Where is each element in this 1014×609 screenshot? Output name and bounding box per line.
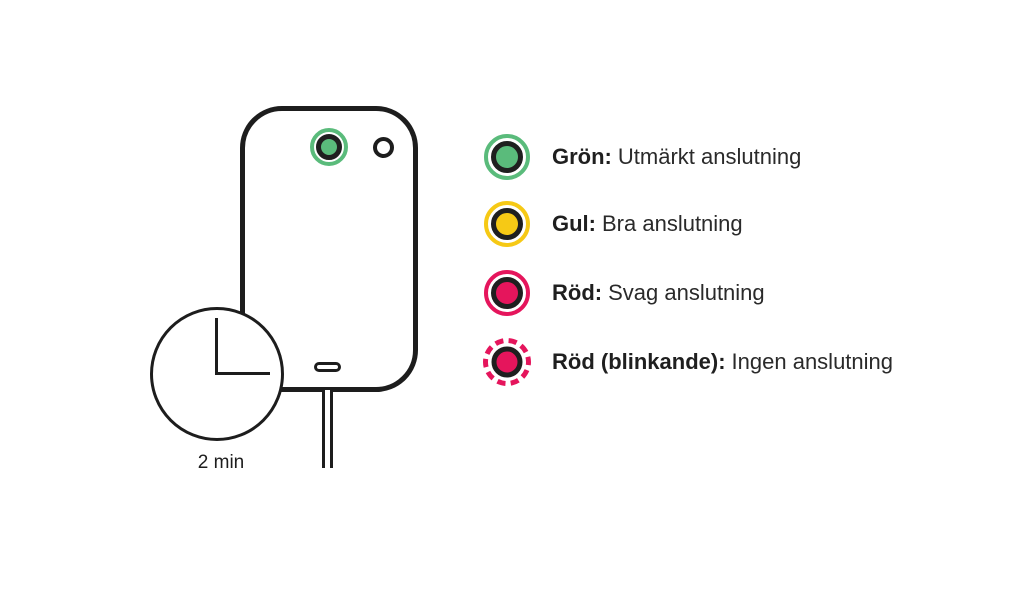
legend-item-green: Grön:Utmärkt anslutning [484,134,801,180]
legend-item-text: Grön:Utmärkt anslutning [552,144,801,170]
led-red-icon [484,270,530,316]
legend-item-label: Grön: [552,144,612,169]
clock-hand-vertical [215,318,218,375]
legend-item-label: Röd (blinkande): [552,349,726,374]
legend-item-label: Röd: [552,280,603,305]
power-cable [322,390,333,468]
led-core [491,277,523,309]
timer-label: 2 min [197,452,245,473]
legend-item-label: Gul: [552,211,596,236]
device-status-led-icon [310,128,348,166]
legend-item-text: Röd (blinkande):Ingen anslutning [552,349,893,375]
led-core [491,141,523,173]
legend-item-description: Svag anslutning [608,280,765,305]
led-core [491,208,523,240]
led-green-icon [484,134,530,180]
legend-item-description: Bra anslutning [602,211,743,236]
clock-hand-horizontal [216,372,270,375]
device-port-slot [314,362,341,372]
legend-item-description: Ingen anslutning [731,349,894,374]
legend-item-yellow: Gul:Bra anslutning [484,201,743,247]
legend-item-red-blinking: Röd (blinkande):Ingen anslutning [483,338,893,386]
device-button-icon [373,137,394,158]
legend-item-description: Utmärkt anslutning [617,144,802,169]
legend-item-text: Gul:Bra anslutning [552,211,743,237]
led-red-blinking-icon [483,338,531,386]
device-status-led-core [316,134,342,160]
led-yellow-icon [484,201,530,247]
legend-item-text: Röd:Svag anslutning [552,280,765,306]
legend-item-red: Röd:Svag anslutning [484,270,765,316]
